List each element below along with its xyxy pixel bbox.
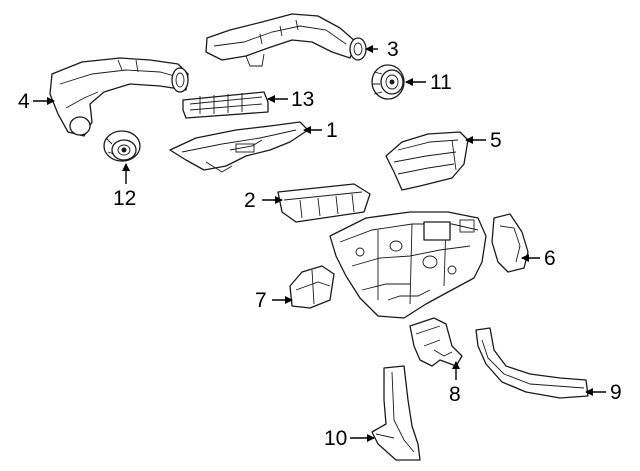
callout-5: 5 — [490, 129, 502, 152]
callout-4: 4 — [18, 90, 30, 113]
part-3-defroster-duct — [205, 13, 367, 67]
callout-11: 11 — [430, 71, 452, 94]
part-10-rear-duct — [371, 365, 421, 461]
part-12-blower-motor — [103, 130, 141, 162]
callout-13: 13 — [291, 88, 314, 111]
part-11-blower-motor — [371, 64, 405, 100]
callout-2: 2 — [244, 189, 256, 212]
part-4-side-duct — [49, 57, 189, 137]
callout-labels: 3 4 13 11 1 5 12 2 6 7 8 9 10 — [18, 38, 622, 450]
callout-10: 10 — [324, 427, 347, 450]
part-8-rear-duct — [409, 317, 463, 367]
part-5-duct-panel — [385, 131, 469, 191]
callout-7: 7 — [255, 289, 267, 312]
hvac-unit — [329, 211, 487, 319]
part-2-register — [277, 183, 371, 223]
callout-9: 9 — [610, 381, 622, 404]
leader-lines — [33, 45, 606, 442]
part-13-connector — [182, 91, 269, 119]
callout-8: 8 — [449, 383, 461, 406]
part-7-foot-duct — [289, 265, 335, 309]
part-6-duct — [491, 213, 529, 273]
callout-1: 1 — [326, 119, 338, 142]
part-9-rear-duct — [475, 327, 589, 399]
callout-12: 12 — [113, 187, 136, 210]
callout-6: 6 — [544, 247, 556, 270]
part-1-center-duct — [169, 121, 309, 173]
callout-3: 3 — [387, 38, 399, 61]
